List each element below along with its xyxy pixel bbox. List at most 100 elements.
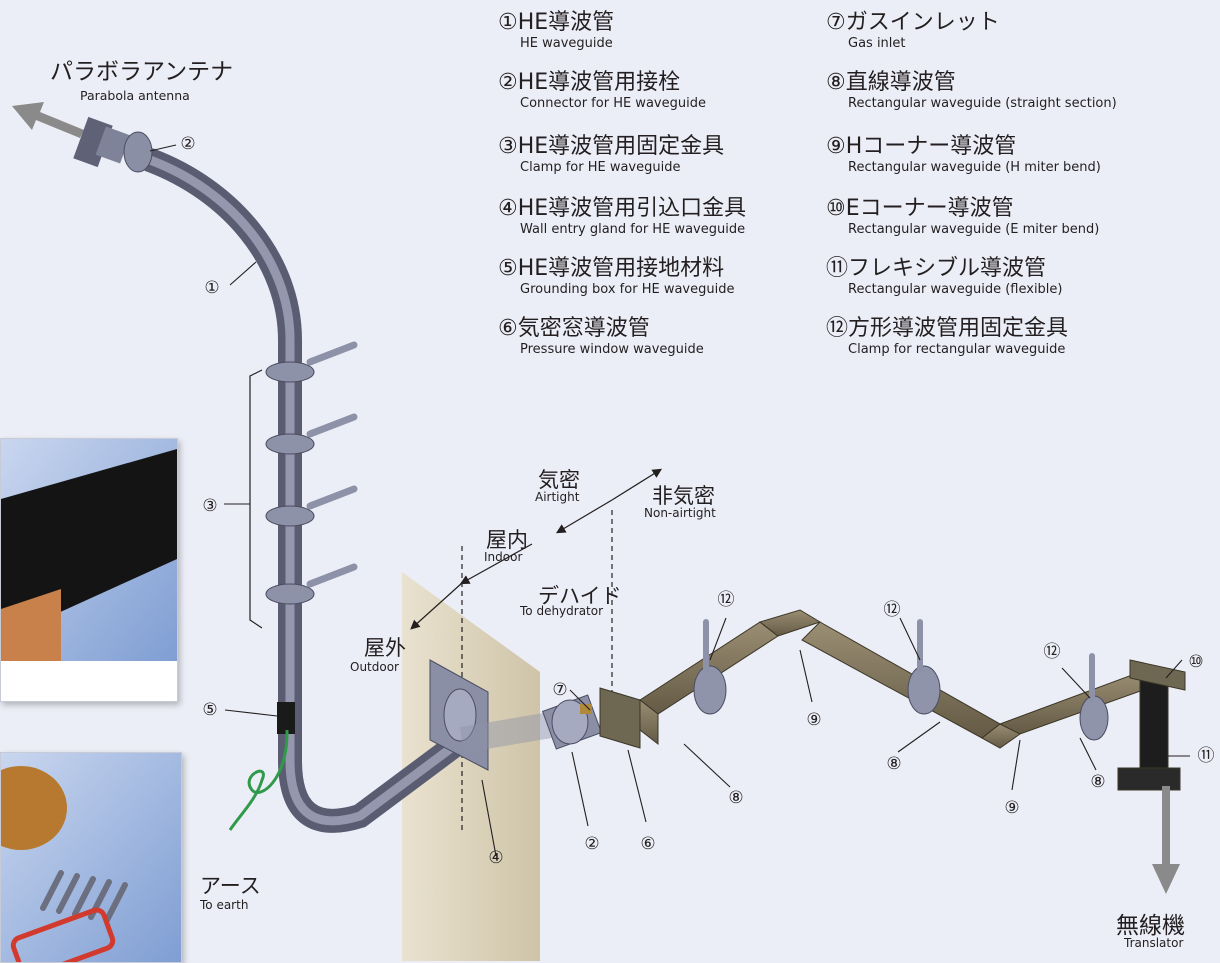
legend-name: フレキシブル導波管 <box>848 256 1047 281</box>
legend-item-5: ⑤HE導波管用接地材料 Grounding box for HE wavegui… <box>498 256 734 298</box>
legend-name: HE導波管用固定金具 <box>517 134 725 159</box>
legend-name: HE導波管用接地材料 <box>517 256 725 281</box>
callout-9-b: ⑨ <box>1004 798 1020 818</box>
legend-name: 気密窓導波管 <box>517 316 650 341</box>
legend-sub: HE waveguide <box>520 36 613 51</box>
indoor-label-jp: 屋内 <box>486 528 528 552</box>
callout-12-a: ⑫ <box>717 590 735 610</box>
antenna-direction-arrow <box>12 102 84 138</box>
legend-name: 直線導波管 <box>845 70 956 95</box>
inset-photo-connector <box>0 752 182 963</box>
antenna-label-jp: パラボラアンテナ <box>50 59 234 85</box>
callout-2-antenna: ② <box>180 134 196 154</box>
translator-label-en: Translator <box>1124 936 1184 950</box>
airtight-label-en: Airtight <box>535 490 580 504</box>
he-clamps <box>265 341 358 605</box>
legend-item-1: ①HE導波管 HE waveguide <box>498 10 614 52</box>
legend-number: ⑩ <box>826 196 846 221</box>
translator-label-jp: 無線機 <box>1116 913 1185 939</box>
legend-sub: Clamp for rectangular waveguide <box>848 342 1066 357</box>
legend-number: ⑦ <box>826 10 846 35</box>
callout-12-c: ⑫ <box>1043 642 1061 662</box>
legend-number: ⑤ <box>498 256 518 281</box>
callout-5: ⑤ <box>202 700 218 720</box>
callout-3: ③ <box>202 496 218 516</box>
legend-sub: Rectangular waveguide (flexible) <box>848 282 1063 297</box>
antenna-flange <box>73 116 153 173</box>
legend-sub: Rectangular waveguide (H miter bend) <box>848 160 1101 175</box>
outdoor-label-jp: 屋外 <box>364 636 406 660</box>
legend-name: HE導波管用引込口金具 <box>517 196 747 221</box>
earth-label-jp: アース <box>200 874 261 898</box>
legend-number: ③ <box>498 134 518 159</box>
legend-sub: Connector for HE waveguide <box>520 96 706 111</box>
callout-10: ⑩ <box>1188 652 1204 672</box>
legend-name: Hコーナー導波管 <box>845 134 1017 159</box>
legend-sub: Gas inlet <box>848 36 906 51</box>
boundary-arrows <box>410 468 663 630</box>
outdoor-label-en: Outdoor <box>350 660 399 674</box>
clamp-group-bracket <box>249 369 263 629</box>
callout-8-b: ⑧ <box>886 754 902 774</box>
legend-item-8: ⑧直線導波管 Rectangular waveguide (straight s… <box>826 70 1117 112</box>
legend-name: HE導波管用接栓 <box>517 70 681 95</box>
legend-number: ⑥ <box>498 316 518 341</box>
legend-sub: Pressure window waveguide <box>520 342 704 357</box>
grounding-box <box>277 702 295 734</box>
legend-sub: Grounding box for HE waveguide <box>520 282 735 297</box>
legend-number: ⑨ <box>826 134 846 159</box>
dehydrator-label-en: To dehydrator <box>520 604 604 618</box>
legend-number: ⑧ <box>826 70 846 95</box>
legend-item-10: ⑩Eコーナー導波管 Rectangular waveguide (E miter… <box>826 196 1099 238</box>
legend-sub: Wall entry gland for HE waveguide <box>520 222 746 237</box>
legend-number: ⑪ <box>826 256 849 281</box>
connector-parts-photo <box>1 753 181 962</box>
legend-item-2: ②HE導波管用接栓 Connector for HE waveguide <box>498 70 706 112</box>
legend-item-4: ④HE導波管用引込口金具 Wall entry gland for HE wav… <box>498 196 746 238</box>
antenna-label-en: Parabola antenna <box>80 88 190 103</box>
legend-item-3: ③HE導波管用固定金具 Clamp for HE waveguide <box>498 134 724 176</box>
nonairtight-label-en: Non-airtight <box>644 506 716 520</box>
translator-direction-arrow <box>1152 786 1180 894</box>
nonairtight-label-jp: 非気密 <box>652 484 715 508</box>
callout-6: ⑥ <box>640 834 656 854</box>
legend-sub: Rectangular waveguide (E miter bend) <box>848 222 1100 237</box>
legend-number: ① <box>498 10 518 35</box>
callout-9-a: ⑨ <box>806 710 822 730</box>
callout-11: ⑪ <box>1197 746 1215 766</box>
legend-name: ガスインレット <box>845 10 1000 35</box>
legend-item-6: ⑥気密窓導波管 Pressure window waveguide <box>498 316 704 358</box>
callout-8-c: ⑧ <box>1090 772 1106 792</box>
callout-12-b: ⑫ <box>883 600 901 620</box>
indoor-label-en: Indoor <box>484 550 523 564</box>
legend-sub: Rectangular waveguide (straight section) <box>848 96 1117 111</box>
legend-item-9: ⑨Hコーナー導波管 Rectangular waveguide (H miter… <box>826 134 1101 176</box>
legend-name: HE導波管 <box>517 10 615 35</box>
legend-item-7: ⑦ガスインレット Gas inlet <box>826 10 1000 52</box>
legend-name: 方形導波管用固定金具 <box>848 316 1069 341</box>
callout-7: ⑦ <box>552 680 568 700</box>
legend-number: ⑫ <box>826 316 849 341</box>
airtight-label-jp: 気密 <box>538 468 580 492</box>
rectangular-waveguide-run <box>639 609 1186 791</box>
legend-item-11: ⑪フレキシブル導波管 Rectangular waveguide (flexib… <box>826 256 1063 298</box>
rectangular-clamps <box>693 619 1109 741</box>
leader-lines <box>149 144 1190 857</box>
earth-label-en: To earth <box>200 898 249 912</box>
callout-8-a: ⑧ <box>728 788 744 808</box>
inset-photo-he-waveguide <box>0 438 178 702</box>
legend-sub: Clamp for HE waveguide <box>520 160 681 175</box>
dehydrator-label-jp: デハイド <box>538 584 622 608</box>
wall-entry-gland <box>429 659 489 771</box>
indoor-connector-assembly <box>541 687 641 750</box>
callout-4: ④ <box>488 848 504 868</box>
callout-1: ① <box>204 278 220 298</box>
legend-item-12: ⑫方形導波管用固定金具 Clamp for rectangular wavegu… <box>826 316 1068 358</box>
legend-number: ④ <box>498 196 518 221</box>
earth-wire <box>228 729 289 831</box>
legend-name: Eコーナー導波管 <box>845 196 1014 221</box>
callout-2-indoor: ② <box>584 834 600 854</box>
legend-number: ② <box>498 70 518 95</box>
he-waveguide-photo <box>1 439 177 701</box>
